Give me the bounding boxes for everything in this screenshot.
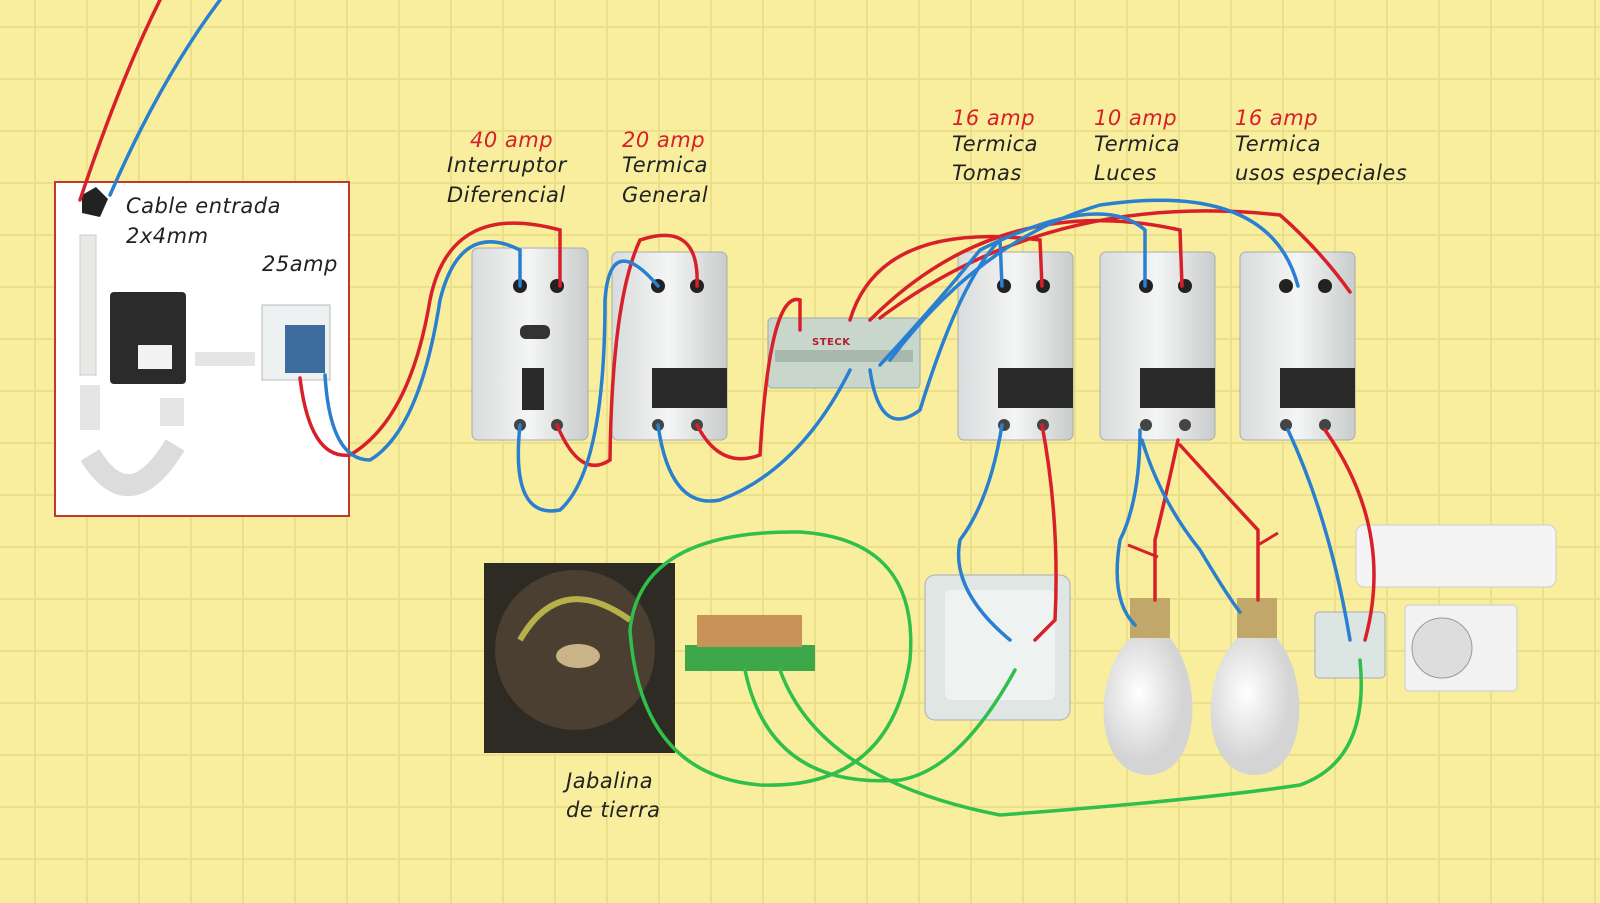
especiales-rating: 16 amp: [1235, 106, 1319, 130]
tomas-label-1: Termica: [952, 132, 1038, 156]
tomas-rating: 16 amp: [952, 106, 1036, 130]
phase-wires: [78, 0, 1376, 642]
wall-outlet: [924, 574, 1071, 721]
wires: [78, 0, 1376, 817]
luces-rating: 10 amp: [1094, 106, 1178, 130]
general-label-1: Termica: [622, 153, 708, 177]
special-outlet: [1314, 611, 1386, 679]
light-bulb: [1210, 598, 1300, 775]
luces-label-1: Termica: [1094, 132, 1180, 156]
ground-rod-photo: [484, 563, 675, 753]
entry-breaker-rating: 25amp: [262, 252, 338, 276]
meter-box: [110, 292, 186, 384]
neutral-wires: [108, 0, 1352, 642]
breaker-tomas[interactable]: [957, 251, 1074, 441]
breaker-usos-especiales[interactable]: [1239, 251, 1356, 441]
ground-terminal-bar: [685, 615, 815, 671]
ground-wires: [628, 530, 1363, 817]
conduit-elbow: [80, 439, 185, 496]
differential-label-2: Diferencial: [447, 183, 566, 207]
ground-label-1: Jabalina: [566, 769, 654, 793]
especiales-label-2: usos especiales: [1235, 161, 1408, 185]
tomas-label-2: Tomas: [952, 161, 1022, 185]
air-conditioner-indoor: [1355, 524, 1557, 588]
ground-label-2: de tierra: [566, 798, 661, 822]
entry-cap: [82, 187, 108, 217]
busbar-brand: STECK: [812, 337, 851, 348]
luces-label-2: Luces: [1094, 161, 1157, 185]
breaker-luces[interactable]: [1099, 251, 1216, 441]
entry-cable-size: 2x4mm: [126, 224, 209, 248]
breaker-differential[interactable]: [471, 247, 589, 441]
entry-cable-label: Cable entrada: [126, 194, 281, 218]
conduit-pipe: [79, 234, 97, 376]
general-label-2: General: [622, 183, 709, 207]
differential-label-1: Interruptor: [447, 153, 567, 177]
distribution-busbar: [767, 317, 921, 389]
air-conditioner-outdoor: [1404, 604, 1518, 692]
switch-symbol: [1127, 531, 1279, 559]
breaker-general[interactable]: [611, 251, 728, 441]
general-rating: 20 amp: [622, 128, 706, 152]
entry-box: [54, 181, 350, 517]
especiales-label-1: Termica: [1235, 132, 1321, 156]
light-bulb: [1103, 598, 1193, 775]
differential-rating: 40 amp: [470, 128, 554, 152]
